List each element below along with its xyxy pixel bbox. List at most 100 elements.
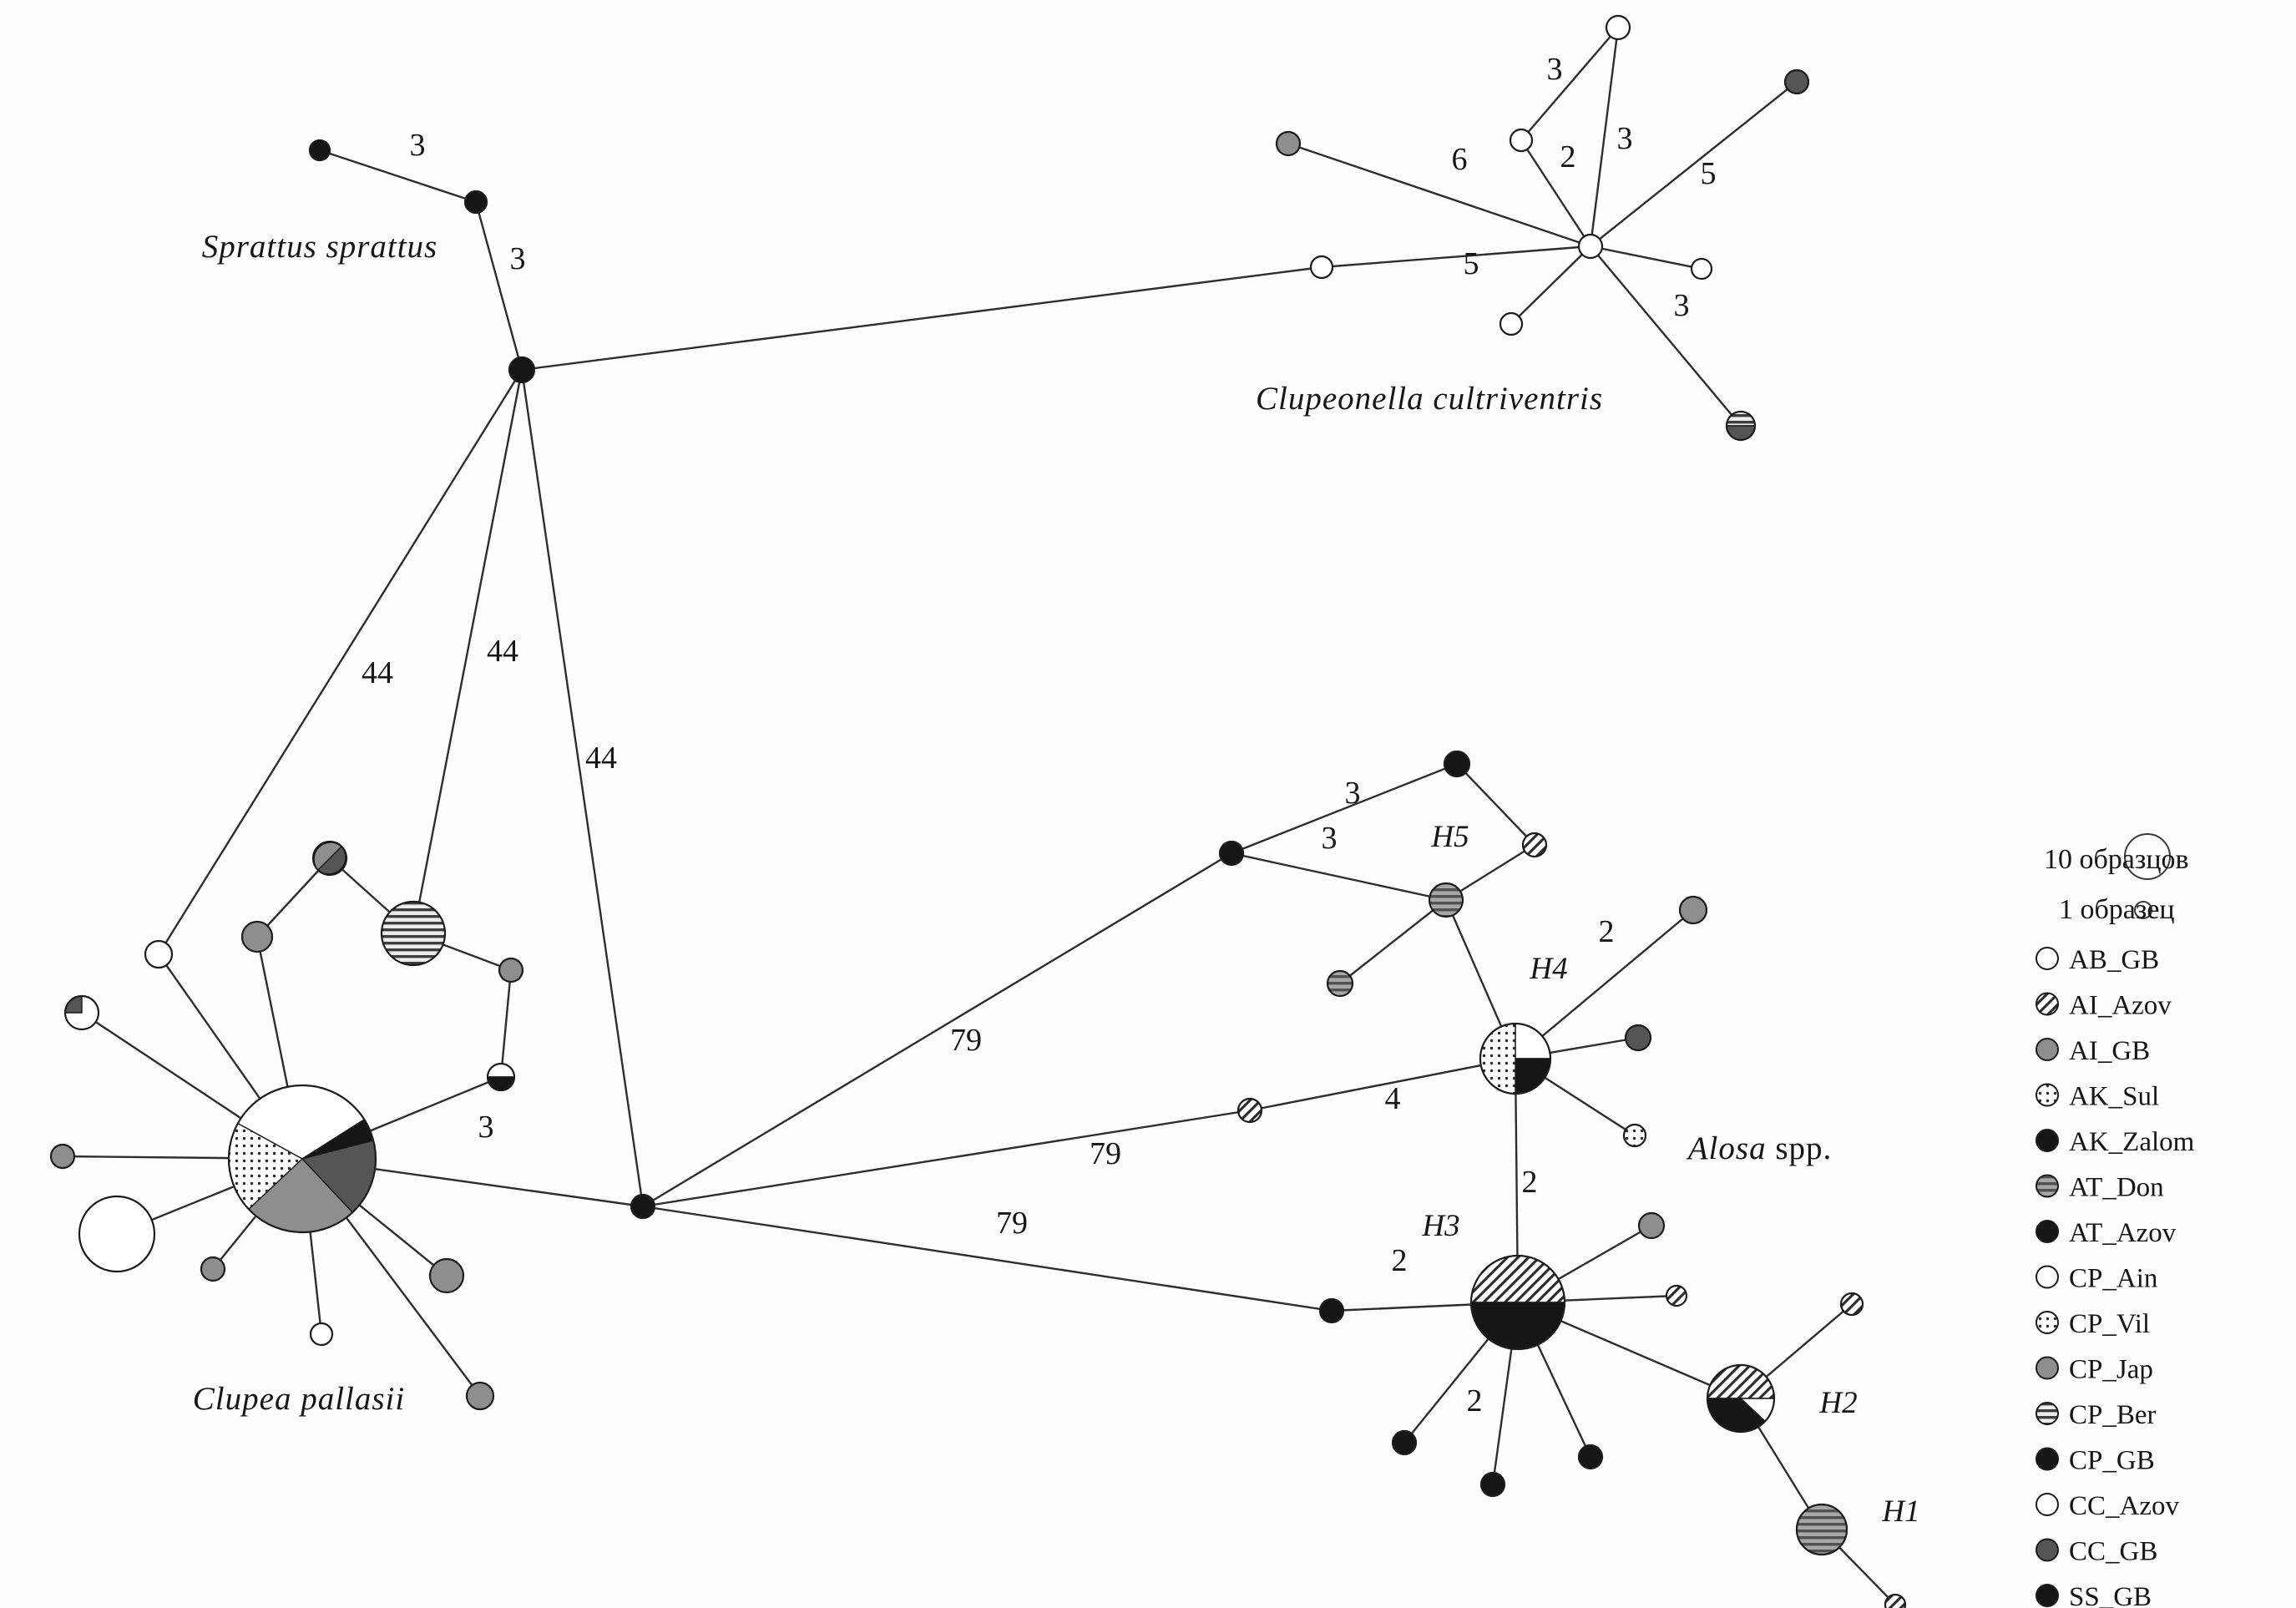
haplotype-node-A16 [1884,1593,1907,1608]
haplotype-node-P2 [240,920,274,953]
edge-P4-P5 [499,969,513,1078]
edge-C1-C2 [1520,27,1619,141]
node-circle-open [78,1195,156,1273]
haplotype-node-C0 [1577,233,1604,260]
node-circle-diag [1665,1284,1688,1307]
edge-mutation-count: 2 [1599,914,1615,949]
size-ref-small-circle-icon [2134,901,2152,919]
legend-item-label: AI_GB [2069,1036,2150,1066]
haplotype-label-H4: H4 [1529,952,1567,986]
node-circle-black [1318,1297,1345,1324]
haplotype-label-H2: H2 [1818,1386,1857,1420]
edge-mutation-count: 3 [1345,776,1361,811]
legend-item-CP_Vil: CP_Vil [2036,1309,2150,1339]
legend-item-CP_Jap: CP_Jap [2036,1355,2153,1385]
haplotype-node-C2 [1509,128,1534,153]
node-outline [227,1084,377,1234]
edge-mutation-count: 3 [1322,821,1338,856]
legend-item-label: AB_GB [2069,945,2159,975]
size-ref-large-circle-icon [2124,833,2171,880]
size-ref-small-label: 1 образец [2059,894,2175,925]
edge-mutation-count: 3 [1674,288,1690,323]
edge-mutation-count: 44 [362,655,393,690]
node-outline [1479,1022,1552,1095]
haplotype-node-A10 [1637,1211,1666,1240]
haplotype-node-B1 [630,1193,656,1220]
legend-item-AB_GB: AB_GB [2036,945,2159,975]
node-circle-hstripeGray [1326,969,1354,998]
edge-S3-C6 [521,265,1322,372]
edge-mutation-count: 2 [1392,1243,1408,1278]
pie-segment-darkgray [1726,425,1756,441]
node-circle-black [1443,750,1471,778]
haplotype-node-P11 [309,1322,334,1347]
legend-item-CC_Azov: CC_Azov [2036,1491,2180,1521]
edge-H5-A4 [1339,899,1447,984]
legend-item-CP_Ber: CP_Ber [2036,1400,2157,1430]
node-circle-black [1218,840,1245,867]
legend-swatch-gray-icon [2036,1038,2059,1061]
haplotype-node-P5 [486,1062,516,1092]
edge-mutation-count: 79 [950,1023,982,1058]
edge-mutation-count: 6 [1452,142,1468,177]
legend-item-label: AI_Azov [2069,991,2172,1021]
node-circle-diag [1521,832,1548,858]
legend-item-AK_Sul: AK_Sul [2036,1082,2159,1112]
edge-mutation-count: 5 [1464,246,1479,281]
node-outline [1706,1363,1776,1434]
edge-mutation-count: 3 [1547,52,1563,87]
haplotype-node-S1 [308,139,331,162]
node-circle-gray [1637,1211,1666,1240]
legend-item-label: CP_Ber [2069,1400,2157,1430]
haplotype-node-C4 [1783,68,1810,95]
haplotype-node-A12 [1391,1429,1418,1456]
edge-C6-C0 [1321,245,1591,269]
haplotype-node-P13 [465,1381,495,1411]
node-outline [311,840,348,877]
node-circle-open [1577,233,1604,260]
node-circle-open [1509,128,1534,153]
legend-swatch-black-icon [2036,1584,2059,1607]
haplotype-node-H3 [1469,1254,1566,1351]
legend-swatch-black-icon [2036,1220,2059,1243]
edge-mutation-count: 3 [410,128,426,163]
legend-swatch-diag-icon [2036,992,2059,1016]
node-circle-gray [200,1256,226,1282]
node-circle-diag [1884,1593,1907,1608]
edge-C0-C8 [1590,245,1742,427]
legend-swatch-open-icon [2036,947,2059,970]
edge-mutation-count: 2 [1560,139,1576,174]
pie-segment-open [487,1063,515,1078]
node-circle-open [144,939,174,969]
haplotype-node-A14 [1577,1444,1604,1470]
legend-swatch-dots-icon [2036,1311,2059,1334]
legend-item-label: AT_Don [2069,1173,2164,1203]
species-label: Clupeonella cultriventris [1256,381,1603,417]
edge-B1-A8 [642,1109,1251,1208]
edge-S1-S2 [319,149,477,204]
node-circle-black [1577,1444,1604,1470]
node-circle-hstripeGray [1795,1503,1848,1556]
node-circle-gray [49,1143,76,1170]
edge-P2-P1 [256,857,331,938]
node-circle-open [1690,257,1713,281]
legend-item-AT_Don: AT_Don [2036,1173,2164,1203]
edge-C0-C1 [1589,27,1620,247]
edge-B1-A9 [642,1205,1333,1312]
node-circle-open [1499,311,1524,336]
haplotype-node-A8 [1237,1097,1263,1124]
haplotype-node-C5 [1690,257,1713,281]
species-label: Alosa spp. [1686,1130,1833,1166]
edge-A1-H5 [1231,852,1447,902]
haplotype-node-P0 [227,1084,377,1234]
legend-swatch-hstripeGray-icon [2036,1174,2059,1198]
pie-segment-diag [1707,1364,1775,1399]
haplotype-node-H4 [1479,1022,1552,1095]
haplotype-node-A1 [1218,840,1245,867]
haplotype-node-A4 [1326,969,1354,998]
legend-swatch-dots-icon [2036,1083,2059,1107]
legend-swatch-darkgray-icon [2036,1538,2059,1562]
haplotype-node-P6 [144,939,174,969]
node-outline [486,1062,516,1092]
